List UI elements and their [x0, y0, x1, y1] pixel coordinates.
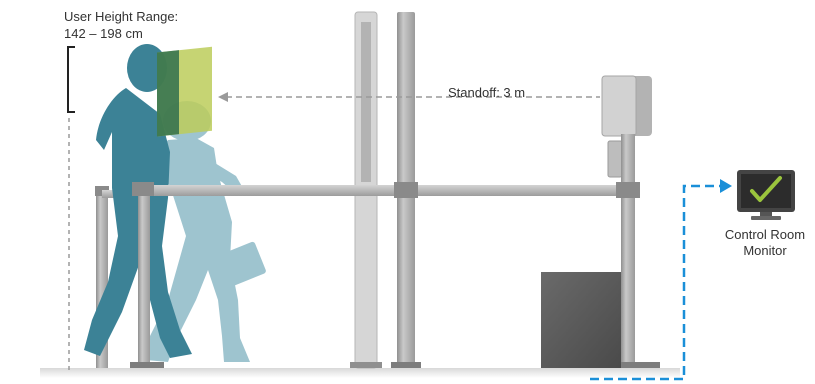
network-arrowhead-icon	[720, 179, 732, 193]
height-range-title: User Height Range:	[64, 9, 179, 24]
height-range-value: 142 – 198 cm	[64, 26, 143, 41]
monitor-label-line1: Control Room	[724, 227, 806, 242]
standoff-arrowhead-icon	[218, 92, 228, 102]
monitor-label: Control Room Monitor	[716, 227, 814, 259]
floor	[40, 368, 680, 378]
front-rail	[130, 182, 640, 368]
height-range-bracket	[67, 46, 75, 113]
checkmark-icon	[750, 176, 782, 202]
monitor-label-line2: Monitor	[743, 243, 787, 258]
capture-zone-overlap	[157, 50, 179, 137]
equipment-cabinet	[541, 272, 621, 368]
network-link	[590, 184, 722, 381]
standoff-label: Standoff: 3 m	[448, 85, 526, 100]
iris-scanner-unit	[601, 75, 652, 178]
